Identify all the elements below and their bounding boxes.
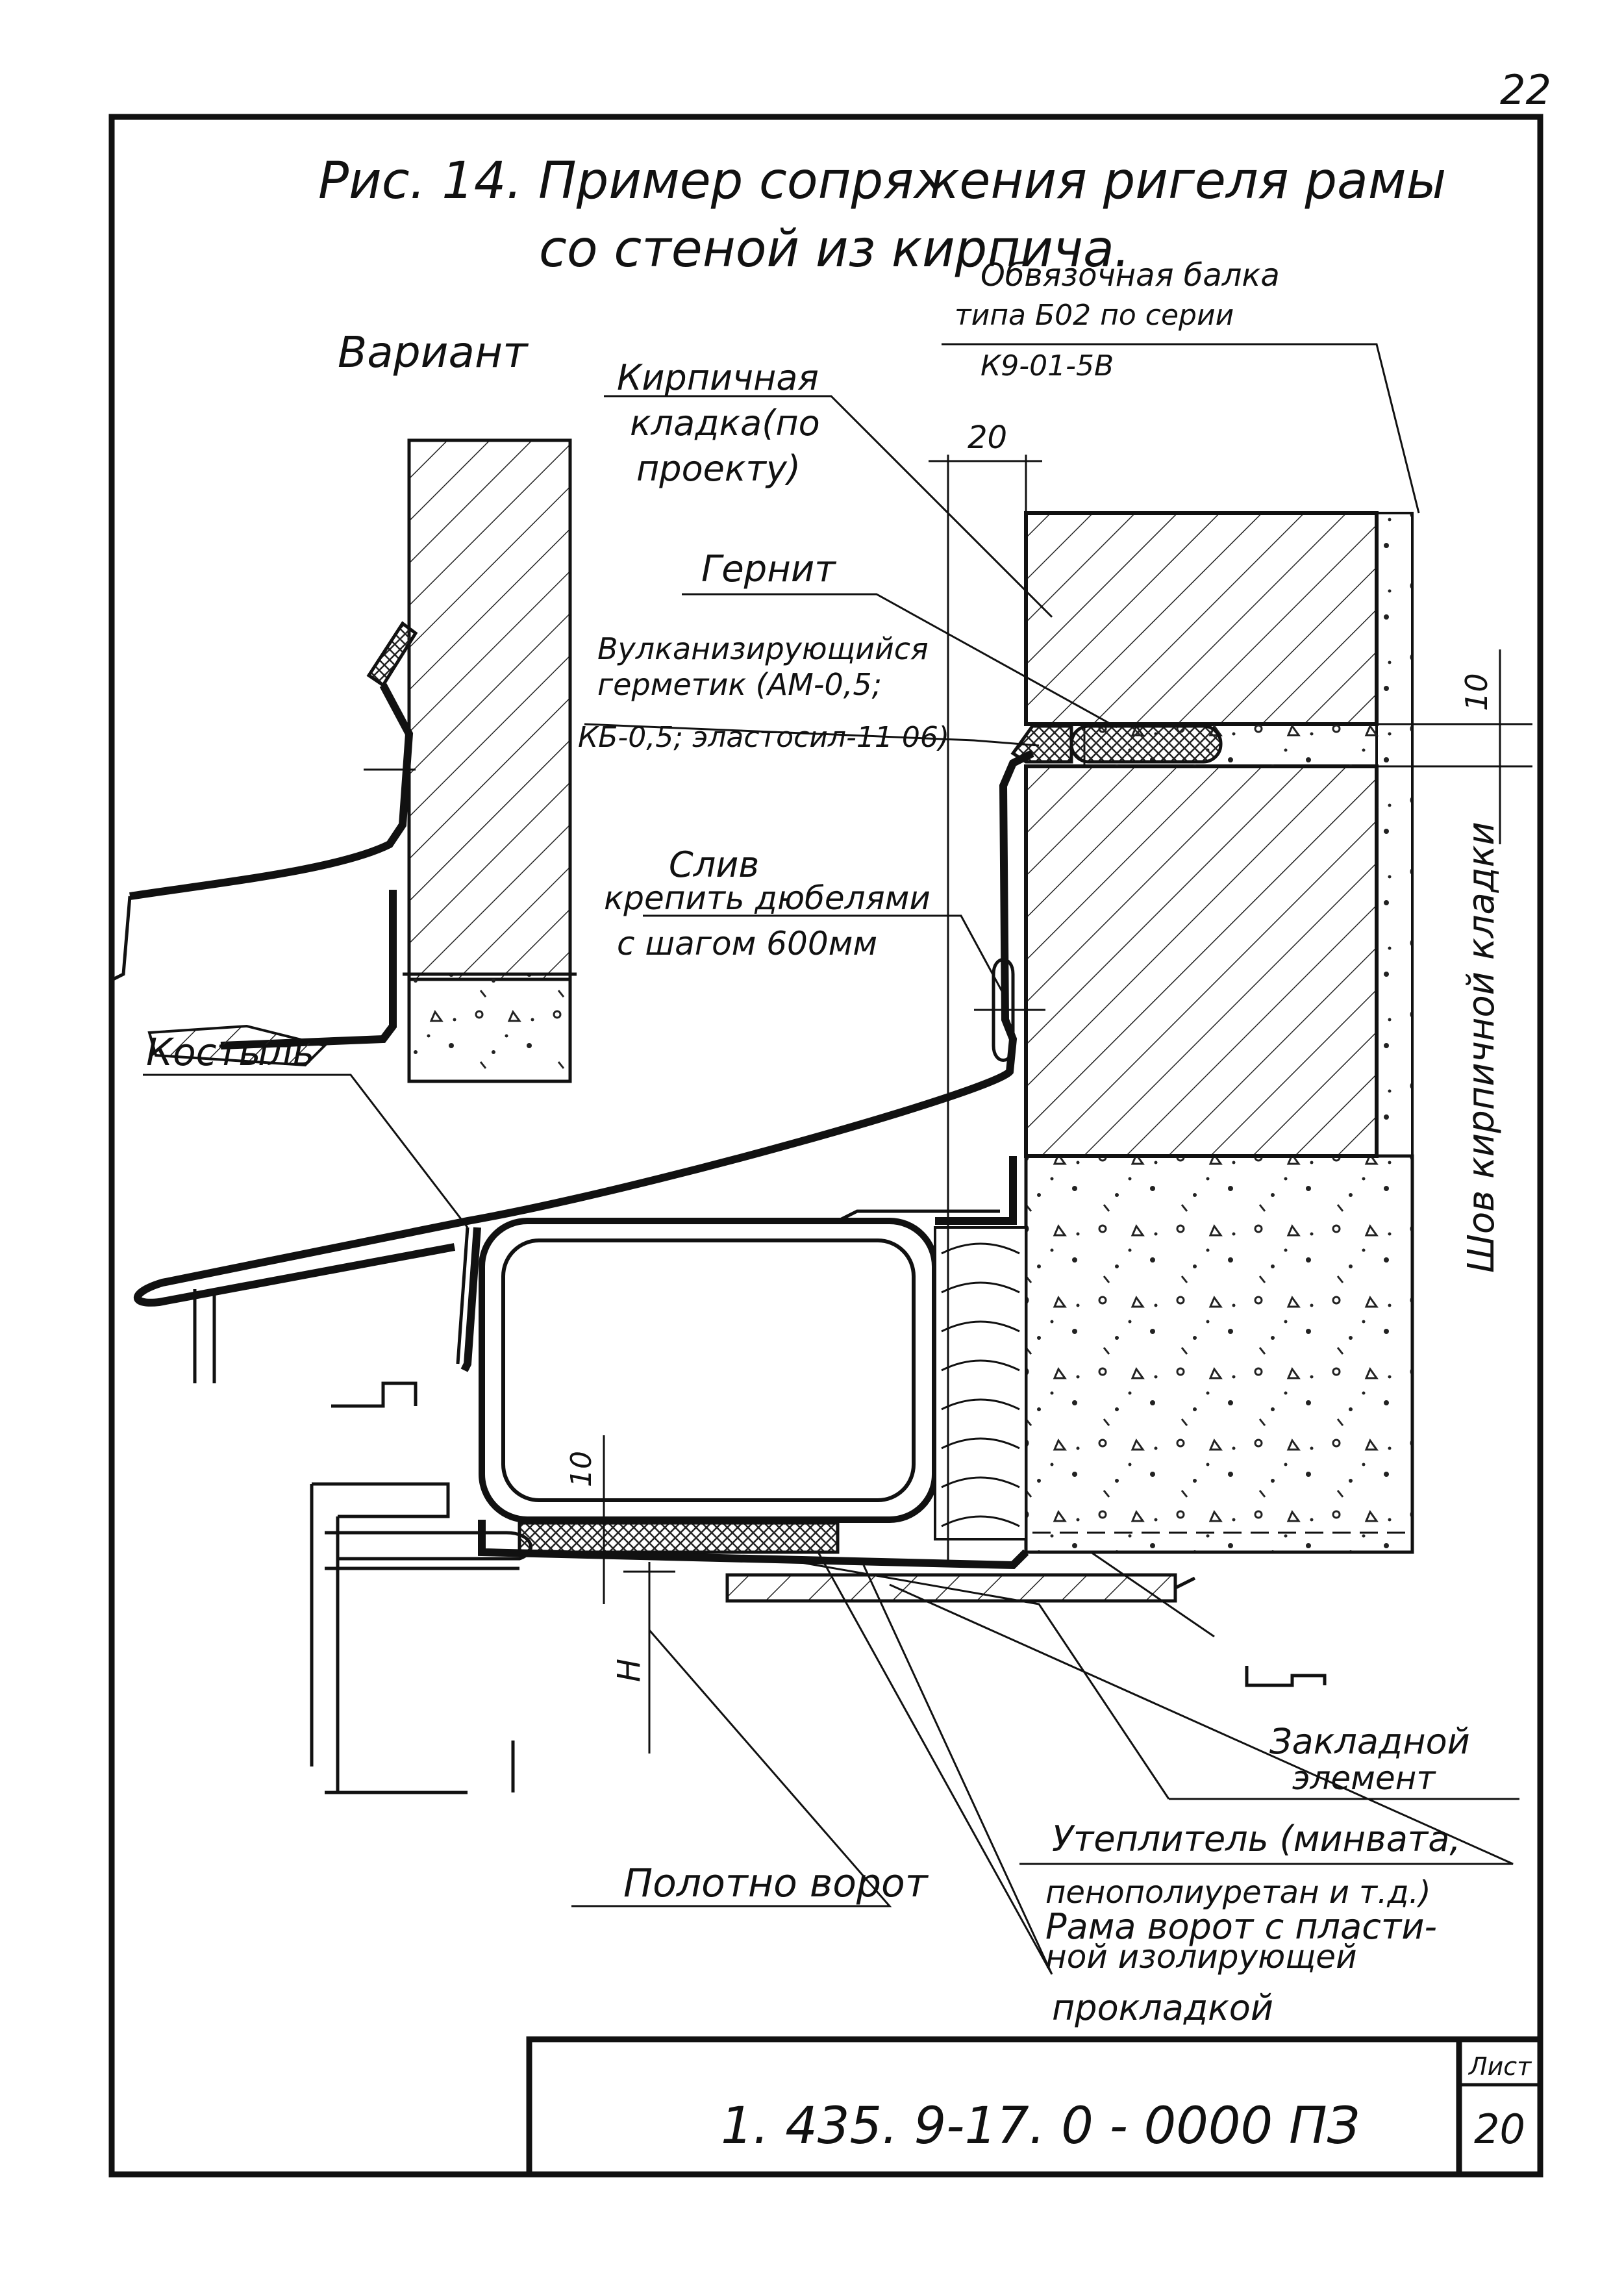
label-gernit: Гернит bbox=[701, 548, 836, 590]
main-section bbox=[133, 511, 1414, 1794]
figure-title-line2: со стеной из кирпича. bbox=[539, 220, 1131, 279]
label-frame-line3: прокладкой bbox=[1052, 1987, 1273, 2028]
title-block: 1. 435. 9-17. 0 - 0000 ПЗ Лист 20 bbox=[526, 2036, 1543, 2178]
label-sealant-line3: КБ-0,5; эластосил-11 06) bbox=[578, 721, 949, 754]
label-insul-line1: Утеплитель (минвата, bbox=[1052, 1818, 1461, 1859]
dim-10-top-text: 10 bbox=[1459, 673, 1494, 711]
document-code: 1. 435. 9-17. 0 - 0000 ПЗ bbox=[721, 2097, 1360, 2156]
label-drip-line1: Слив bbox=[669, 844, 759, 885]
sheet-label: Лист bbox=[1468, 2052, 1532, 2081]
dim-20-text: 20 bbox=[968, 420, 1007, 456]
dim-h-text: Н bbox=[611, 1659, 647, 1682]
label-brick-line3: проекту) bbox=[636, 448, 801, 489]
label-gate-leaf: Полотно ворот bbox=[623, 1861, 929, 1906]
sheet-number: 20 bbox=[1474, 2106, 1525, 2153]
dimension-h: Н bbox=[611, 1562, 675, 1754]
label-drip-line3: с шагом 600мм bbox=[617, 925, 877, 962]
label-beam-line1: Обвязочная балка bbox=[981, 257, 1280, 294]
label-sealant-line2: герметик (АМ-0,5; bbox=[597, 667, 882, 702]
label-beam-line3: К9-01-5В bbox=[981, 349, 1114, 383]
label-frame-line1: Рама ворот с пласти- bbox=[1045, 1906, 1437, 1947]
label-seam: Шов кирпичной кладки bbox=[1460, 822, 1503, 1273]
label-insul-line2: пенополиуретан и т.д.) bbox=[1045, 1874, 1431, 1911]
page-number: 22 bbox=[1500, 66, 1551, 114]
label-embed-line2: элемент bbox=[1292, 1759, 1436, 1797]
dimension-20: 20 bbox=[929, 420, 1042, 1565]
insulation-fill bbox=[934, 1226, 1027, 1540]
leader-lines bbox=[143, 343, 1519, 1975]
dimension-10-top: 10 bbox=[1412, 649, 1532, 844]
label-drip-line2: крепить дюбелями bbox=[604, 879, 931, 917]
label-brick-line1: Кирпичная bbox=[617, 357, 819, 398]
label-embed-line1: Закладной bbox=[1269, 1721, 1470, 1762]
label-frame-line2: ной изолирующей bbox=[1045, 1938, 1357, 1976]
label-crutch: Костыль bbox=[146, 1030, 314, 1074]
figure-title-line1: Рис. 14. Пример сопряжения ригеля рамы bbox=[318, 152, 1446, 210]
dimension-10-bottom: 10 bbox=[565, 1435, 605, 1604]
dim-10-bottom-text: 10 bbox=[565, 1451, 598, 1487]
variant-label: Вариант bbox=[338, 327, 529, 377]
variant-detail bbox=[109, 438, 577, 1083]
label-brick-line2: кладка(по bbox=[630, 403, 820, 444]
label-sealant-line1: Вулканизирующийся bbox=[597, 631, 929, 666]
label-beam-line2: типа Б02 по серии bbox=[955, 299, 1234, 332]
